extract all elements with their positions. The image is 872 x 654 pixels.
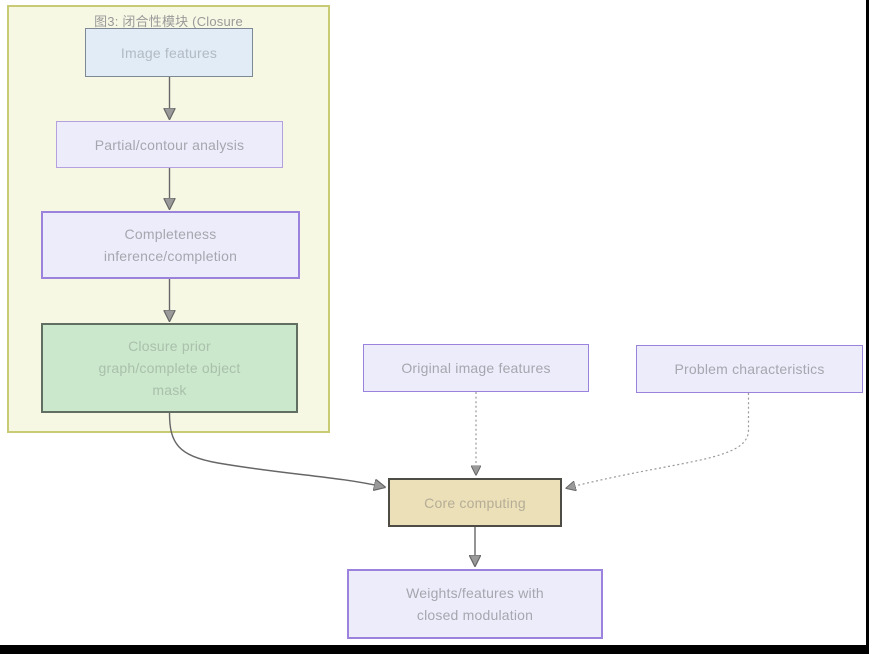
- node-weights-output-label: Weights/features with closed modulation: [406, 585, 544, 623]
- edge-problem-to-core: [567, 393, 750, 488]
- node-core-computing: Core computing: [388, 478, 562, 527]
- node-original-image-features: Original image features: [363, 344, 589, 392]
- node-image-features-label: Image features: [120, 44, 218, 61]
- edge-closure-to-core: [168, 412, 385, 487]
- node-original-image-features-label: Original image features: [401, 360, 551, 376]
- node-weights-output: Weights/features with closed modulation: [347, 569, 603, 639]
- window-edge-bottom: [0, 645, 869, 654]
- node-image-features: Image features: [85, 28, 253, 77]
- node-core-computing-label: Core computing: [424, 494, 526, 511]
- node-completeness-inference: Completeness inference/completion: [41, 211, 300, 279]
- node-partial-contour-analysis: Partial/contour analysis: [56, 121, 283, 168]
- window-edge-right: [866, 0, 869, 654]
- node-problem-characteristics-label: Problem characteristics: [674, 361, 825, 377]
- node-completeness-inference-label: Completeness inference/completion: [103, 226, 238, 264]
- node-closure-prior-mask-label: Closure prior graph/complete object mask: [98, 338, 241, 398]
- node-closure-prior-mask: Closure prior graph/complete object mask: [41, 323, 298, 413]
- node-partial-contour-analysis-label: Partial/contour analysis: [94, 136, 245, 153]
- node-problem-characteristics: Problem characteristics: [636, 345, 863, 393]
- subgraph-title: 图3: 闭合性模块 (Closure: [94, 14, 243, 29]
